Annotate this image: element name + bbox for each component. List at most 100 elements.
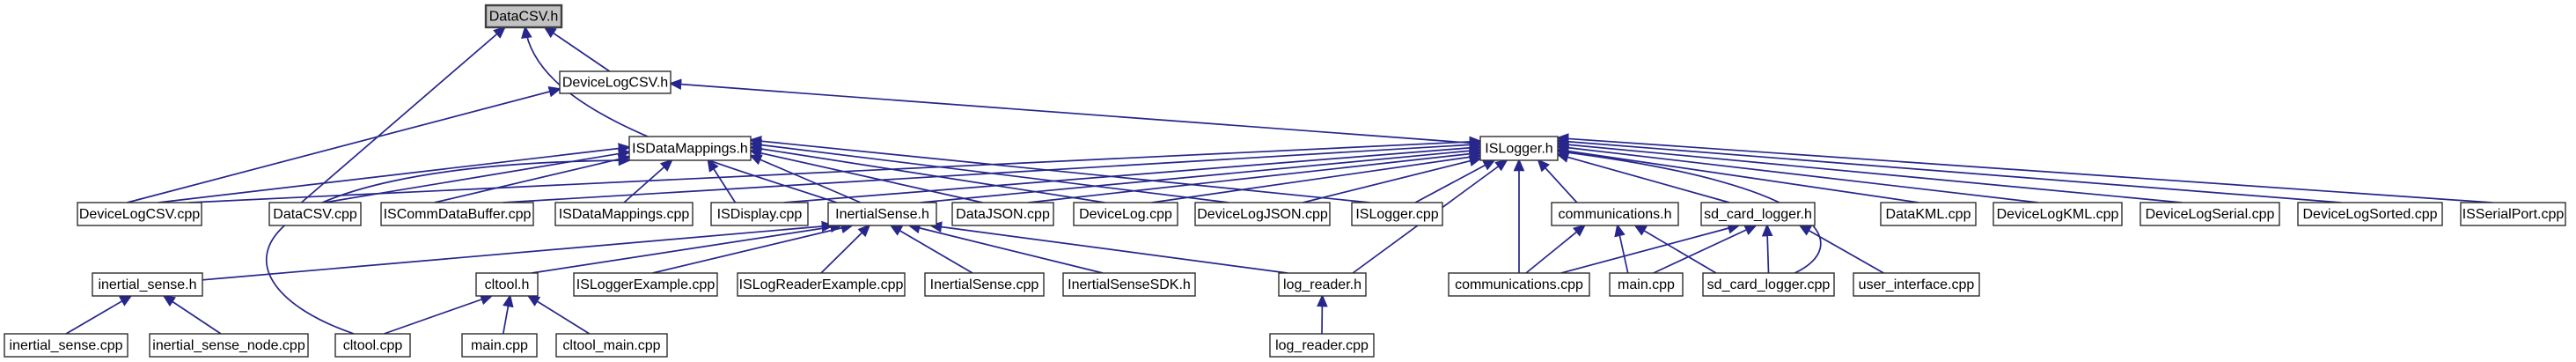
node-log-reader-h[interactable]: log_reader.h	[1278, 272, 1367, 297]
node-main-cpp-cltool[interactable]: main.cpp	[461, 333, 538, 358]
node-devicelogkml-cpp[interactable]: DeviceLogKML.cpp	[1993, 202, 2123, 226]
node-devicelogcsv-cpp[interactable]: DeviceLogCSV.cpp	[77, 202, 202, 226]
file-box[interactable]	[1194, 202, 1331, 226]
file-box[interactable]	[268, 202, 362, 226]
node-inertialsense-h[interactable]: InertialSense.h	[827, 202, 937, 226]
file-box[interactable]	[1700, 202, 1816, 226]
node-communications-cpp[interactable]: communications.cpp	[1448, 272, 1590, 297]
edges-layer	[65, 25, 2492, 335]
node-devicelogserial-cpp[interactable]: DeviceLogSerial.cpp	[2139, 202, 2280, 226]
file-box[interactable]	[1448, 272, 1590, 297]
node-datajson-cpp[interactable]: DataJSON.cpp	[951, 202, 1054, 226]
file-box[interactable]	[2460, 202, 2566, 226]
node-isdatamappings-h[interactable]: ISDataMappings.h	[628, 136, 752, 161]
node-isserialport-cpp[interactable]: ISSerialPort.cpp	[2460, 202, 2566, 226]
node-devicelogjson-cpp[interactable]: DeviceLogJSON.cpp	[1194, 202, 1331, 226]
node-user-interface-cpp[interactable]: user_interface.cpp	[1853, 272, 1980, 297]
node-sd-card-logger-h[interactable]: sd_card_logger.h	[1700, 202, 1816, 226]
edge-sd_card_logger_cpp-to-sd_card_logger_h	[1761, 223, 1773, 274]
node-log-reader-cpp[interactable]: log_reader.cpp	[1269, 333, 1375, 358]
node-inertial-sense-cpp[interactable]: inertial_sense.cpp	[4, 333, 128, 358]
node-datacsv-cpp[interactable]: DataCSV.cpp	[268, 202, 362, 226]
file-box[interactable]	[77, 202, 202, 226]
file-box[interactable]	[559, 70, 672, 94]
node-isdatamappings-cpp[interactable]: ISDataMappings.cpp	[554, 202, 694, 226]
edge-cltool_cpp-to-isdatamappings_h	[265, 154, 632, 335]
node-cltool-h[interactable]: cltool.h	[475, 272, 539, 297]
file-box[interactable]	[737, 272, 906, 297]
file-box[interactable]	[1880, 202, 1977, 226]
file-box[interactable]	[1702, 272, 1835, 297]
node-sd-card-logger-cpp[interactable]: sd_card_logger.cpp	[1702, 272, 1835, 297]
node-inertial-sense-h[interactable]: inertial_sense.h	[92, 272, 203, 297]
file-box[interactable]	[1609, 272, 1684, 297]
file-box[interactable]	[1073, 202, 1178, 226]
node-isdisplay-cpp[interactable]: ISDisplay.cpp	[710, 202, 809, 226]
file-box[interactable]	[1062, 272, 1196, 297]
file-box[interactable]	[1479, 136, 1559, 161]
edge-inertialsense_h-to-islogger_h	[920, 144, 1483, 203]
file-box[interactable]	[710, 202, 809, 226]
file-label: DeviceLogJSON.cpp	[1197, 207, 1328, 222]
file-box[interactable]	[1351, 202, 1443, 226]
edge-devicelogsorted_cpp-to-islogger_h	[1555, 136, 2342, 203]
file-box[interactable]	[334, 333, 411, 358]
node-inertialsense-cpp[interactable]: InertialSense.cpp	[924, 272, 1045, 297]
node-iscommdatabuffer-cpp[interactable]: ISCommDataBuffer.cpp	[380, 202, 534, 226]
edge-inertial_sense_node_cpp-to-inertial_sense_h	[162, 294, 222, 335]
node-islogger-cpp[interactable]: ISLogger.cpp	[1351, 202, 1443, 226]
node-inertial-sense-node-cpp[interactable]: inertial_sense_node.cpp	[149, 333, 309, 358]
edge-main_cpp_cltool-to-cltool_h	[502, 293, 514, 335]
file-box[interactable]	[1551, 202, 1679, 226]
node-communications-h[interactable]: communications.h	[1551, 202, 1679, 226]
edge-cltool_main_cpp-to-cltool_h	[526, 294, 591, 335]
file-label: inertial_sense.h	[98, 277, 196, 292]
file-label: ISLogger.cpp	[1355, 207, 1438, 222]
edge-islogger_cpp-to-isdatamappings_h	[748, 135, 1370, 203]
file-label: ISSerialPort.cpp	[2462, 207, 2565, 222]
file-box[interactable]	[628, 136, 752, 161]
file-box[interactable]	[475, 272, 539, 297]
node-cltool-main-cpp[interactable]: cltool_main.cpp	[555, 333, 668, 358]
file-label: log_reader.cpp	[1275, 338, 1369, 353]
node-cltool-cpp[interactable]: cltool.cpp	[334, 333, 411, 358]
edge-communications_cpp-to-sd_card_logger_h	[1560, 223, 1741, 274]
edge-devicelog_cpp-to-isdatamappings_h	[748, 143, 1105, 203]
node-devicelogcsv-h[interactable]: DeviceLogCSV.h	[559, 70, 672, 94]
file-box[interactable]	[2139, 202, 2280, 226]
edge-isloggerexample_cpp-to-inertialsense_h	[652, 222, 855, 274]
node-inertialsensesdk-h[interactable]: InertialSenseSDK.h	[1062, 272, 1196, 297]
node-datakml-cpp[interactable]: DataKML.cpp	[1880, 202, 1977, 226]
file-box[interactable]	[380, 202, 534, 226]
file-box[interactable]	[461, 333, 538, 358]
node-devicelog-cpp[interactable]: DeviceLog.cpp	[1073, 202, 1178, 226]
file-box[interactable]	[827, 202, 937, 226]
file-box[interactable]	[4, 333, 128, 358]
edge-isserialport_cpp-to-islogger_h	[1555, 133, 2492, 203]
edge-datajson_cpp-to-islogger_h	[1028, 148, 1483, 203]
file-box[interactable]	[149, 333, 309, 358]
file-label: DataCSV.h	[489, 10, 559, 25]
file-box[interactable]	[1853, 272, 1980, 297]
node-main-cpp-evb[interactable]: main.cpp	[1609, 272, 1684, 297]
file-label: sd_card_logger.cpp	[1707, 277, 1831, 292]
node-islogreaderexample-cpp[interactable]: ISLogReaderExample.cpp	[737, 272, 906, 297]
file-box[interactable]	[554, 202, 694, 226]
file-box[interactable]	[924, 272, 1045, 297]
node-islogger-h[interactable]: ISLogger.h	[1479, 136, 1559, 161]
file-box[interactable]	[92, 272, 203, 297]
file-label: ISLoggerExample.cpp	[576, 277, 716, 292]
file-box[interactable]	[2297, 202, 2443, 226]
node-devicelogsorted-cpp[interactable]: DeviceLogSorted.cpp	[2297, 202, 2443, 226]
file-label: cltool.cpp	[343, 338, 403, 353]
edge-inertialsense_cpp-to-inertialsense_h	[889, 224, 973, 274]
file-box[interactable]	[1993, 202, 2123, 226]
file-label: DataCSV.cpp	[273, 207, 357, 222]
file-box[interactable]	[573, 272, 718, 297]
file-box[interactable]	[1278, 272, 1367, 297]
node-isloggerexample-cpp[interactable]: ISLoggerExample.cpp	[573, 272, 718, 297]
file-box[interactable]	[1269, 333, 1375, 358]
file-box[interactable]	[555, 333, 668, 358]
file-box[interactable]	[951, 202, 1054, 226]
